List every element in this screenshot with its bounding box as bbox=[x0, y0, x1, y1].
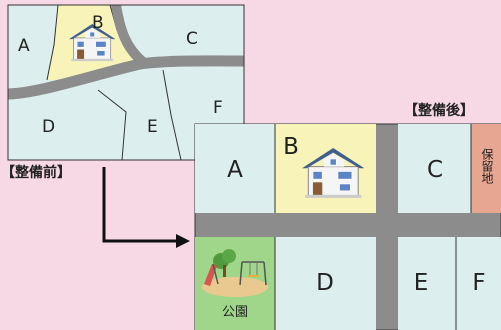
before-plot-c: C bbox=[186, 29, 198, 49]
after-plot-e-area bbox=[398, 237, 456, 330]
playground-icon bbox=[202, 249, 268, 297]
after-reserve-land-area bbox=[471, 124, 501, 213]
before-road-branch bbox=[111, 5, 147, 66]
after-plot-d: D bbox=[316, 270, 334, 296]
after-plot-f-area bbox=[456, 237, 501, 330]
after-caption: 【整備後】 bbox=[404, 103, 474, 119]
after-plot-c-area bbox=[398, 124, 471, 213]
after-plot-f: F bbox=[472, 270, 485, 296]
before-plot-b: B bbox=[92, 13, 104, 33]
before-plot-f: F bbox=[213, 98, 223, 118]
after-house-icon bbox=[302, 148, 365, 198]
after-plot-b: B bbox=[283, 134, 299, 160]
after-plot-a-area bbox=[195, 124, 275, 213]
park-label: 公園 bbox=[222, 305, 248, 320]
before-house-icon bbox=[69, 24, 116, 62]
after-plot-c: C bbox=[427, 157, 443, 183]
reserve-land-label: 保留地 bbox=[480, 148, 494, 184]
before-plot-d: D bbox=[42, 117, 55, 137]
before-plot-e: E bbox=[147, 117, 158, 137]
after-plot-a: A bbox=[227, 157, 243, 183]
before-caption: 【整備前】 bbox=[1, 165, 71, 181]
after-plot-d-area bbox=[275, 237, 376, 330]
arrow-icon bbox=[102, 167, 190, 248]
after-map bbox=[194, 123, 501, 330]
after-plot-e: E bbox=[414, 270, 429, 296]
before-plot-a: A bbox=[18, 36, 30, 56]
